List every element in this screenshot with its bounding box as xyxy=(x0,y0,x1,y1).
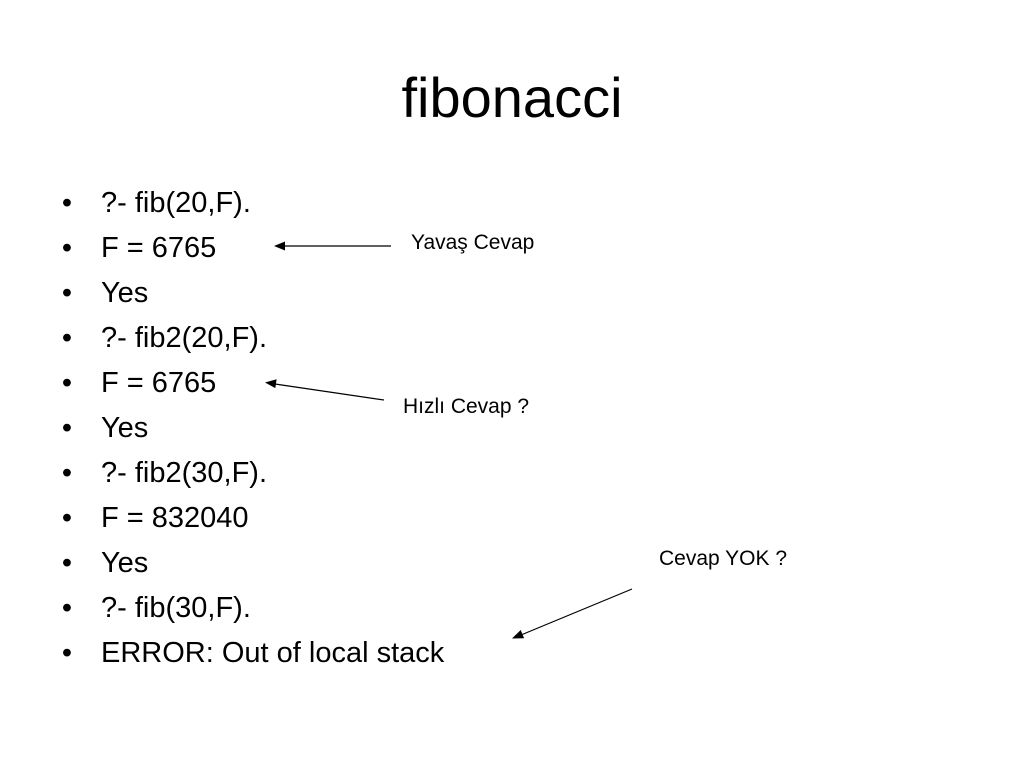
annotation-no-answer: Cevap YOK ? xyxy=(659,547,788,570)
bullet-text: ?- fib2(30,F). xyxy=(101,457,267,489)
bullet-marker: • xyxy=(61,412,73,444)
annotation-slow-answer: Yavaş Cevap xyxy=(411,231,535,254)
arrow-no-answer xyxy=(512,588,633,639)
bullet-text: F = 6765 xyxy=(101,232,217,264)
bullet-text: ERROR: Out of local stack xyxy=(101,637,445,669)
bullet-text: F = 6765 xyxy=(101,367,217,399)
bullet-text: ?- fib2(20,F). xyxy=(101,322,267,354)
bullet-marker: • xyxy=(61,547,73,579)
bullet-marker: • xyxy=(61,187,73,219)
bullet-marker: • xyxy=(61,637,73,669)
bullet-marker: • xyxy=(61,277,73,309)
bullet-text: Yes xyxy=(101,412,149,444)
bullet-text: Yes xyxy=(101,547,149,579)
bullet-marker: • xyxy=(61,592,73,624)
slide-title: fibonacci xyxy=(401,66,623,129)
bullet-text: ?- fib(30,F). xyxy=(101,592,251,624)
bullet-text: F = 832040 xyxy=(101,502,249,534)
annotation-fast-answer: Hızlı Cevap ? xyxy=(403,395,530,418)
bullet-marker: • xyxy=(61,322,73,354)
arrow-fast-answer xyxy=(265,379,385,401)
bullet-marker: • xyxy=(61,457,73,489)
bullet-marker: • xyxy=(61,232,73,264)
bullet-marker: • xyxy=(61,502,73,534)
bullet-marker: • xyxy=(61,367,73,399)
bullet-text: Yes xyxy=(101,277,149,309)
arrow-slow-answer xyxy=(274,241,391,251)
bullet-text: ?- fib(20,F). xyxy=(101,187,251,219)
